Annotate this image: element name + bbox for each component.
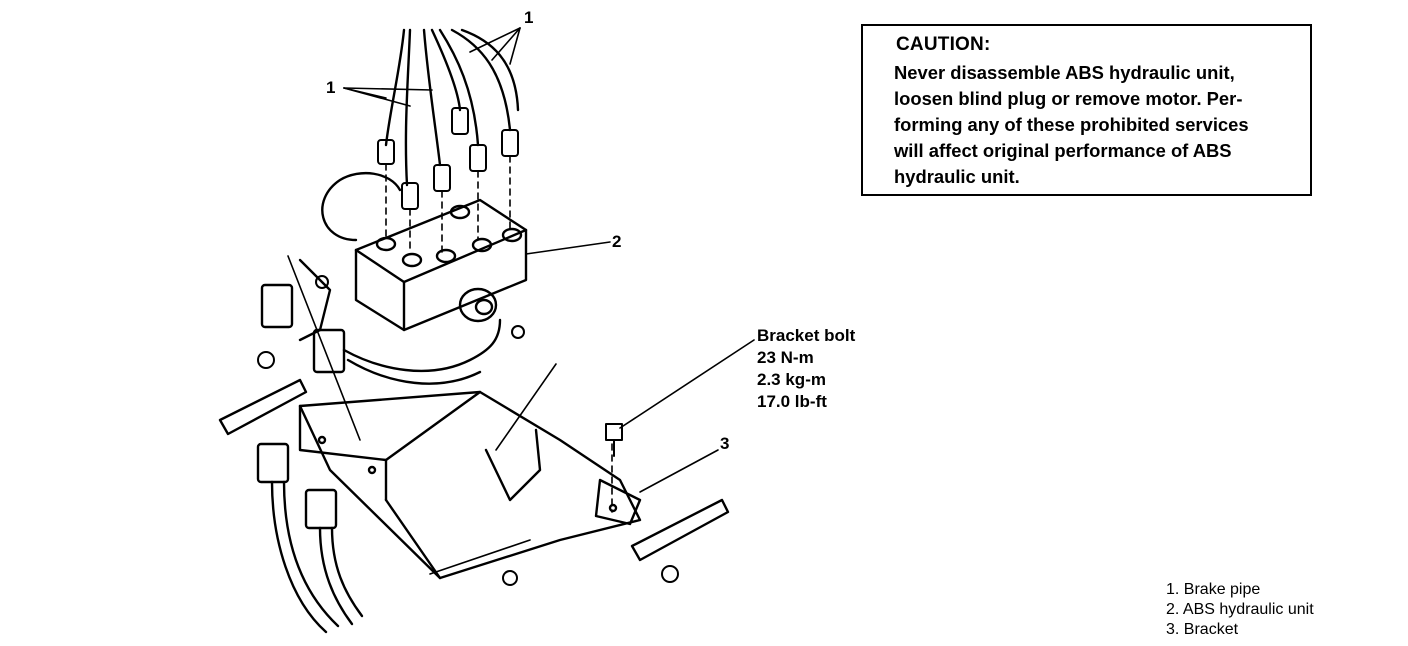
callout-brake-pipe-top: 1 [524, 8, 534, 27]
bolts [257, 275, 679, 586]
abs-hydraulic-unit [321, 172, 528, 332]
caution-text: Never disassemble ABS hydraulic unit, lo… [894, 60, 1314, 190]
bolt-spec-kgm: 2.3 kg-m [757, 370, 826, 389]
alignment-lines [385, 155, 613, 513]
caution-line: will affect original performance of ABS [894, 140, 1232, 161]
caution-line: forming any of these prohibited services [894, 114, 1249, 135]
brake-pipes [384, 28, 520, 187]
harness-clamps [218, 378, 730, 562]
caution-line: hydraulic unit. [894, 166, 1020, 187]
callout-brake-pipe-left: 1 [326, 78, 336, 97]
bolt-spec-lbft: 17.0 lb-ft [757, 392, 827, 411]
bracket [298, 390, 642, 580]
wiring-harness [256, 258, 502, 634]
bracket-bolt-spec: Bracket bolt 23 N-m 2.3 kg-m 17.0 lb-ft [757, 325, 855, 413]
leader-lines [287, 27, 755, 575]
legend-item: 2. ABS hydraulic unit [1166, 601, 1314, 618]
callout-bracket: 3 [720, 434, 730, 453]
callout-hydraulic-unit: 2 [612, 232, 622, 251]
parts-legend: 1. Brake pipe 2. ABS hydraulic unit 3. B… [1166, 580, 1314, 640]
pipe-fittings [377, 107, 519, 210]
bolt-spec-label: Bracket bolt [757, 326, 856, 345]
caution-line: loosen blind plug or remove motor. Per- [894, 88, 1243, 109]
bolt-spec-nm: 23 N-m [757, 348, 814, 367]
caution-title: CAUTION: [896, 34, 991, 55]
caution-box [861, 24, 1312, 196]
legend-item: 3. Bracket [1166, 621, 1239, 638]
caution-line: Never disassemble ABS hydraulic unit, [894, 62, 1235, 83]
legend-item: 1. Brake pipe [1166, 581, 1261, 598]
